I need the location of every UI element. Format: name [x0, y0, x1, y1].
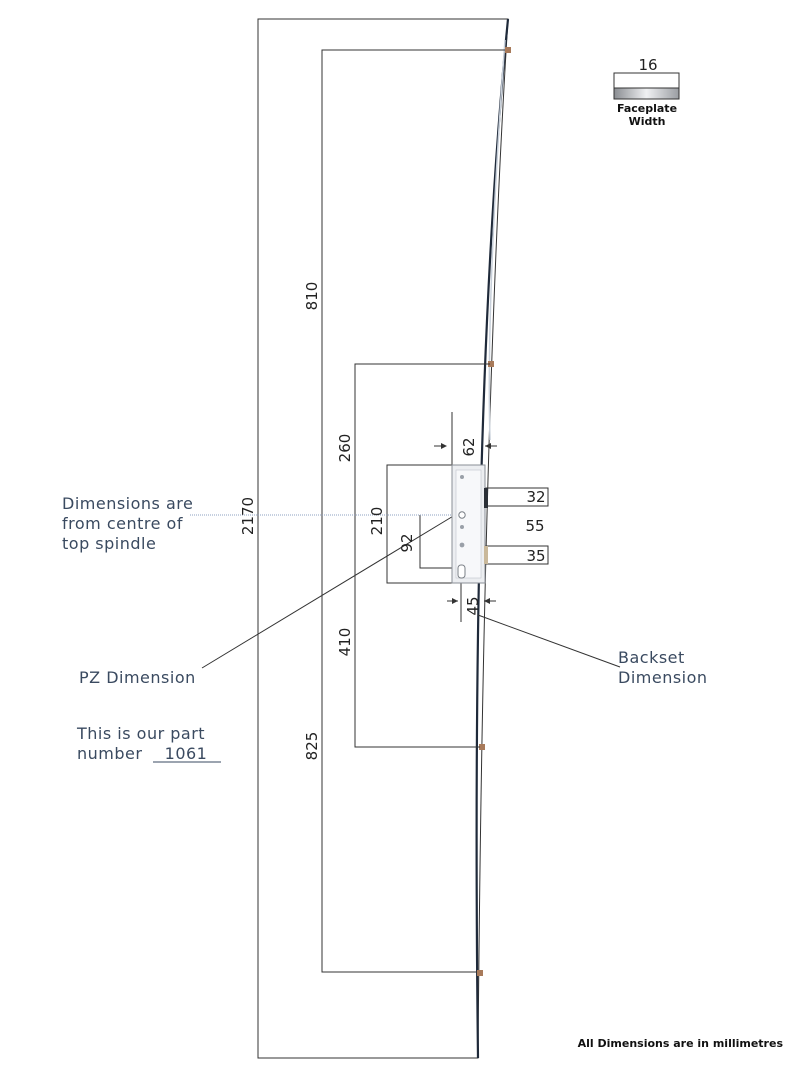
backset-label-1: Backset [618, 648, 685, 667]
pz-label: PZ Dimension [79, 668, 196, 687]
upper-hook-dimension: 260 [336, 434, 354, 463]
faceplate-offset-dimension: 62 [460, 437, 478, 456]
pz-bracket [419, 515, 455, 569]
note-line-1: Dimensions are [62, 494, 193, 513]
lock-case [451, 464, 488, 584]
backset-label-2: Dimension [618, 668, 708, 687]
faceplate-width-label-1: Faceplate [617, 102, 677, 115]
top-hook-dimension: 810 [303, 282, 321, 311]
lower-hook-dimension: 410 [336, 628, 354, 657]
latch-dimension: 32 [526, 488, 545, 506]
faceplate-width-label-2: Width [629, 115, 666, 128]
top-hook-bracket [321, 49, 505, 973]
faceplate-width-dimension: 16 [638, 56, 657, 74]
top-hook [505, 47, 511, 53]
part-number: 1061 [165, 744, 208, 763]
units-note: All Dimensions are in millimetres [578, 1037, 784, 1050]
backset-arrowhead-left [452, 598, 458, 604]
latch-to-deadbolt-dimension: 55 [525, 517, 544, 535]
gearbox-bracket [386, 464, 455, 584]
lower-hook [479, 744, 485, 750]
offset-arrowhead-right [485, 443, 491, 449]
gearbox-dimension: 210 [368, 507, 386, 536]
bottom-hook [477, 970, 483, 976]
overall-height-dimension: 2170 [239, 497, 257, 535]
offset-arrowhead-left [441, 443, 447, 449]
faceplate-width-box [613, 72, 680, 89]
faceplate-strip-highlight [488, 39, 506, 441]
part-prefix: number [77, 744, 142, 763]
deadbolt-dimension: 35 [526, 547, 545, 565]
pz-leader [201, 514, 456, 669]
bottom-hook-dimension: 825 [303, 732, 321, 761]
pz-dimension: 92 [398, 533, 416, 552]
backset-dimension: 45 [464, 596, 482, 615]
part-line-1: This is our part [76, 724, 205, 743]
faceplate-width-swatch [613, 87, 680, 100]
note-line-2: from centre of [62, 514, 183, 533]
note-line-3: top spindle [62, 534, 156, 553]
backset-leader [477, 614, 621, 668]
backset-arrowhead-right [484, 598, 490, 604]
upper-hook [488, 361, 494, 367]
upper-hook-bracket [354, 363, 490, 748]
